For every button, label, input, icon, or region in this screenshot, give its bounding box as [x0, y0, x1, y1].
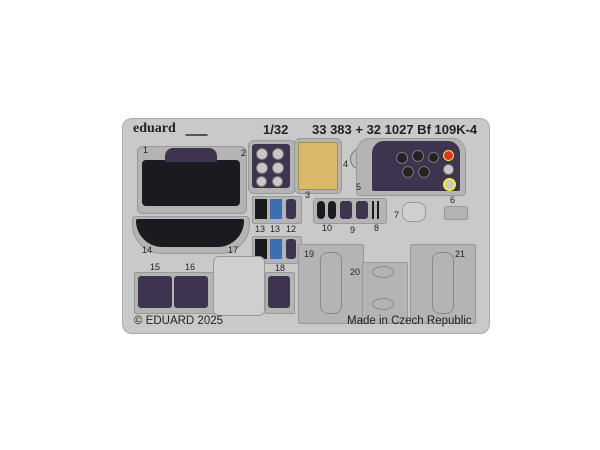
- part-18: [268, 276, 290, 308]
- part-label: 8: [374, 223, 380, 233]
- part-21-frame: [410, 244, 476, 324]
- part-label: 19: [304, 249, 315, 259]
- part-21-strut: [432, 252, 454, 314]
- part-label: 6: [450, 195, 456, 205]
- part-label: 18: [275, 263, 286, 273]
- part-1-panel: [142, 160, 240, 206]
- part-label: 2: [241, 148, 247, 158]
- part-13-blue: [270, 199, 282, 219]
- part-label: 21: [455, 249, 466, 259]
- copyright-text: © EDUARD 2025: [134, 315, 224, 327]
- part-6: [444, 206, 468, 220]
- part-19-frame: [298, 244, 364, 324]
- scale-label: 1/32: [263, 122, 289, 137]
- part-17: [213, 256, 265, 316]
- part-label: 3: [305, 190, 311, 200]
- part-14-panel: [136, 219, 244, 247]
- origin-text: Made in Czech Republic: [347, 315, 472, 327]
- product-title: 33 383 + 32 1027 Bf 109K-4: [312, 122, 478, 137]
- part-1-top: [165, 148, 217, 162]
- part-7: [402, 202, 426, 222]
- part-3-seat-belt-pad: [298, 142, 338, 190]
- part-16: [174, 276, 208, 308]
- part-label: 10: [322, 223, 333, 233]
- part-19-strut: [320, 252, 342, 314]
- part-label: 5: [356, 182, 362, 192]
- part-label: 13: [255, 224, 266, 234]
- part-label: 12: [286, 224, 297, 234]
- part-13-black: [255, 199, 267, 219]
- part-label: 9: [350, 225, 356, 235]
- part-12: [286, 199, 296, 219]
- part-label: 16: [185, 262, 196, 272]
- zoom-logo-icon: [185, 126, 211, 136]
- part-20-frame: [362, 262, 408, 324]
- eduard-logo: eduard: [133, 121, 176, 136]
- part-15: [138, 276, 172, 308]
- part-label: 14: [142, 245, 153, 255]
- part-label: 15: [150, 262, 161, 272]
- part-label: 1: [143, 145, 149, 155]
- part-label: 4: [343, 159, 349, 169]
- part-label: 17: [228, 245, 239, 255]
- part-label: 7: [394, 210, 400, 220]
- part-label: 20: [350, 267, 361, 277]
- part-label: 13: [270, 224, 281, 234]
